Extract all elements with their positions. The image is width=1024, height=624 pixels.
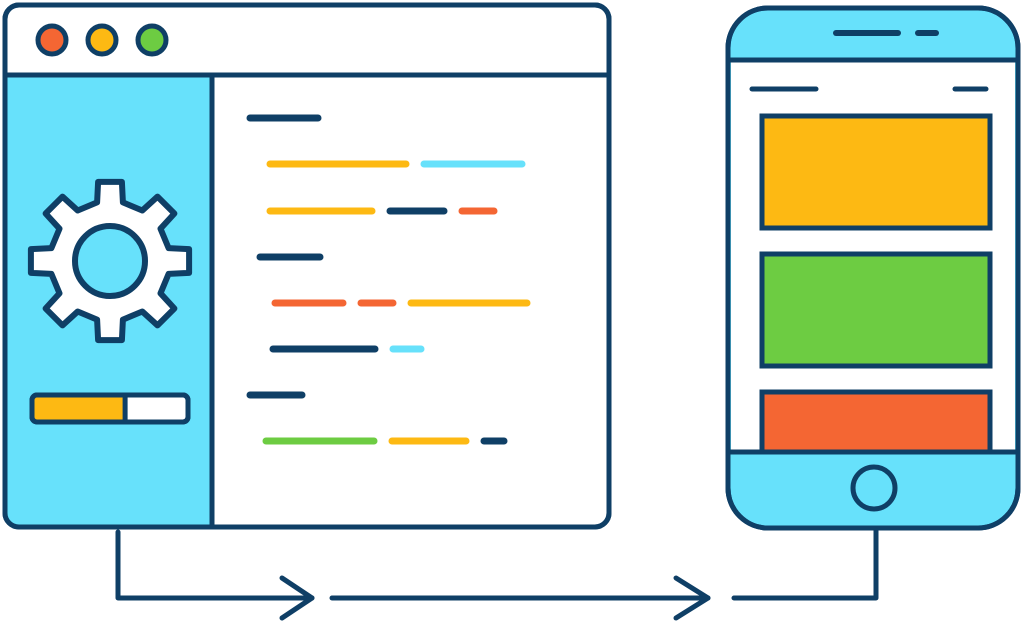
gear-hole	[72, 223, 148, 299]
window-control-yellow	[85, 23, 119, 57]
window-controls	[35, 23, 169, 57]
connector-line-left	[115, 529, 315, 601]
code-lines	[246, 114, 531, 445]
phone-card-yellow	[759, 113, 993, 231]
arrow-icon	[673, 575, 711, 621]
phone	[725, 5, 1021, 531]
arrow-icon	[279, 575, 315, 621]
window-control-green	[135, 23, 169, 57]
phone-body-outline	[725, 5, 1021, 531]
progress-fill	[34, 397, 126, 420]
browser-window	[2, 2, 612, 530]
home-button-icon	[850, 464, 898, 512]
window-frame-outline	[2, 2, 612, 530]
phone-card-red	[759, 389, 993, 455]
phone-card-green	[759, 251, 993, 369]
gear-icon	[27, 178, 193, 344]
connector-line-right	[731, 527, 879, 601]
progress-bar	[29, 392, 191, 425]
window-control-red	[35, 23, 69, 57]
flow-connector	[115, 527, 879, 621]
phone-cards	[759, 113, 993, 455]
progress-track-outline	[29, 392, 191, 425]
